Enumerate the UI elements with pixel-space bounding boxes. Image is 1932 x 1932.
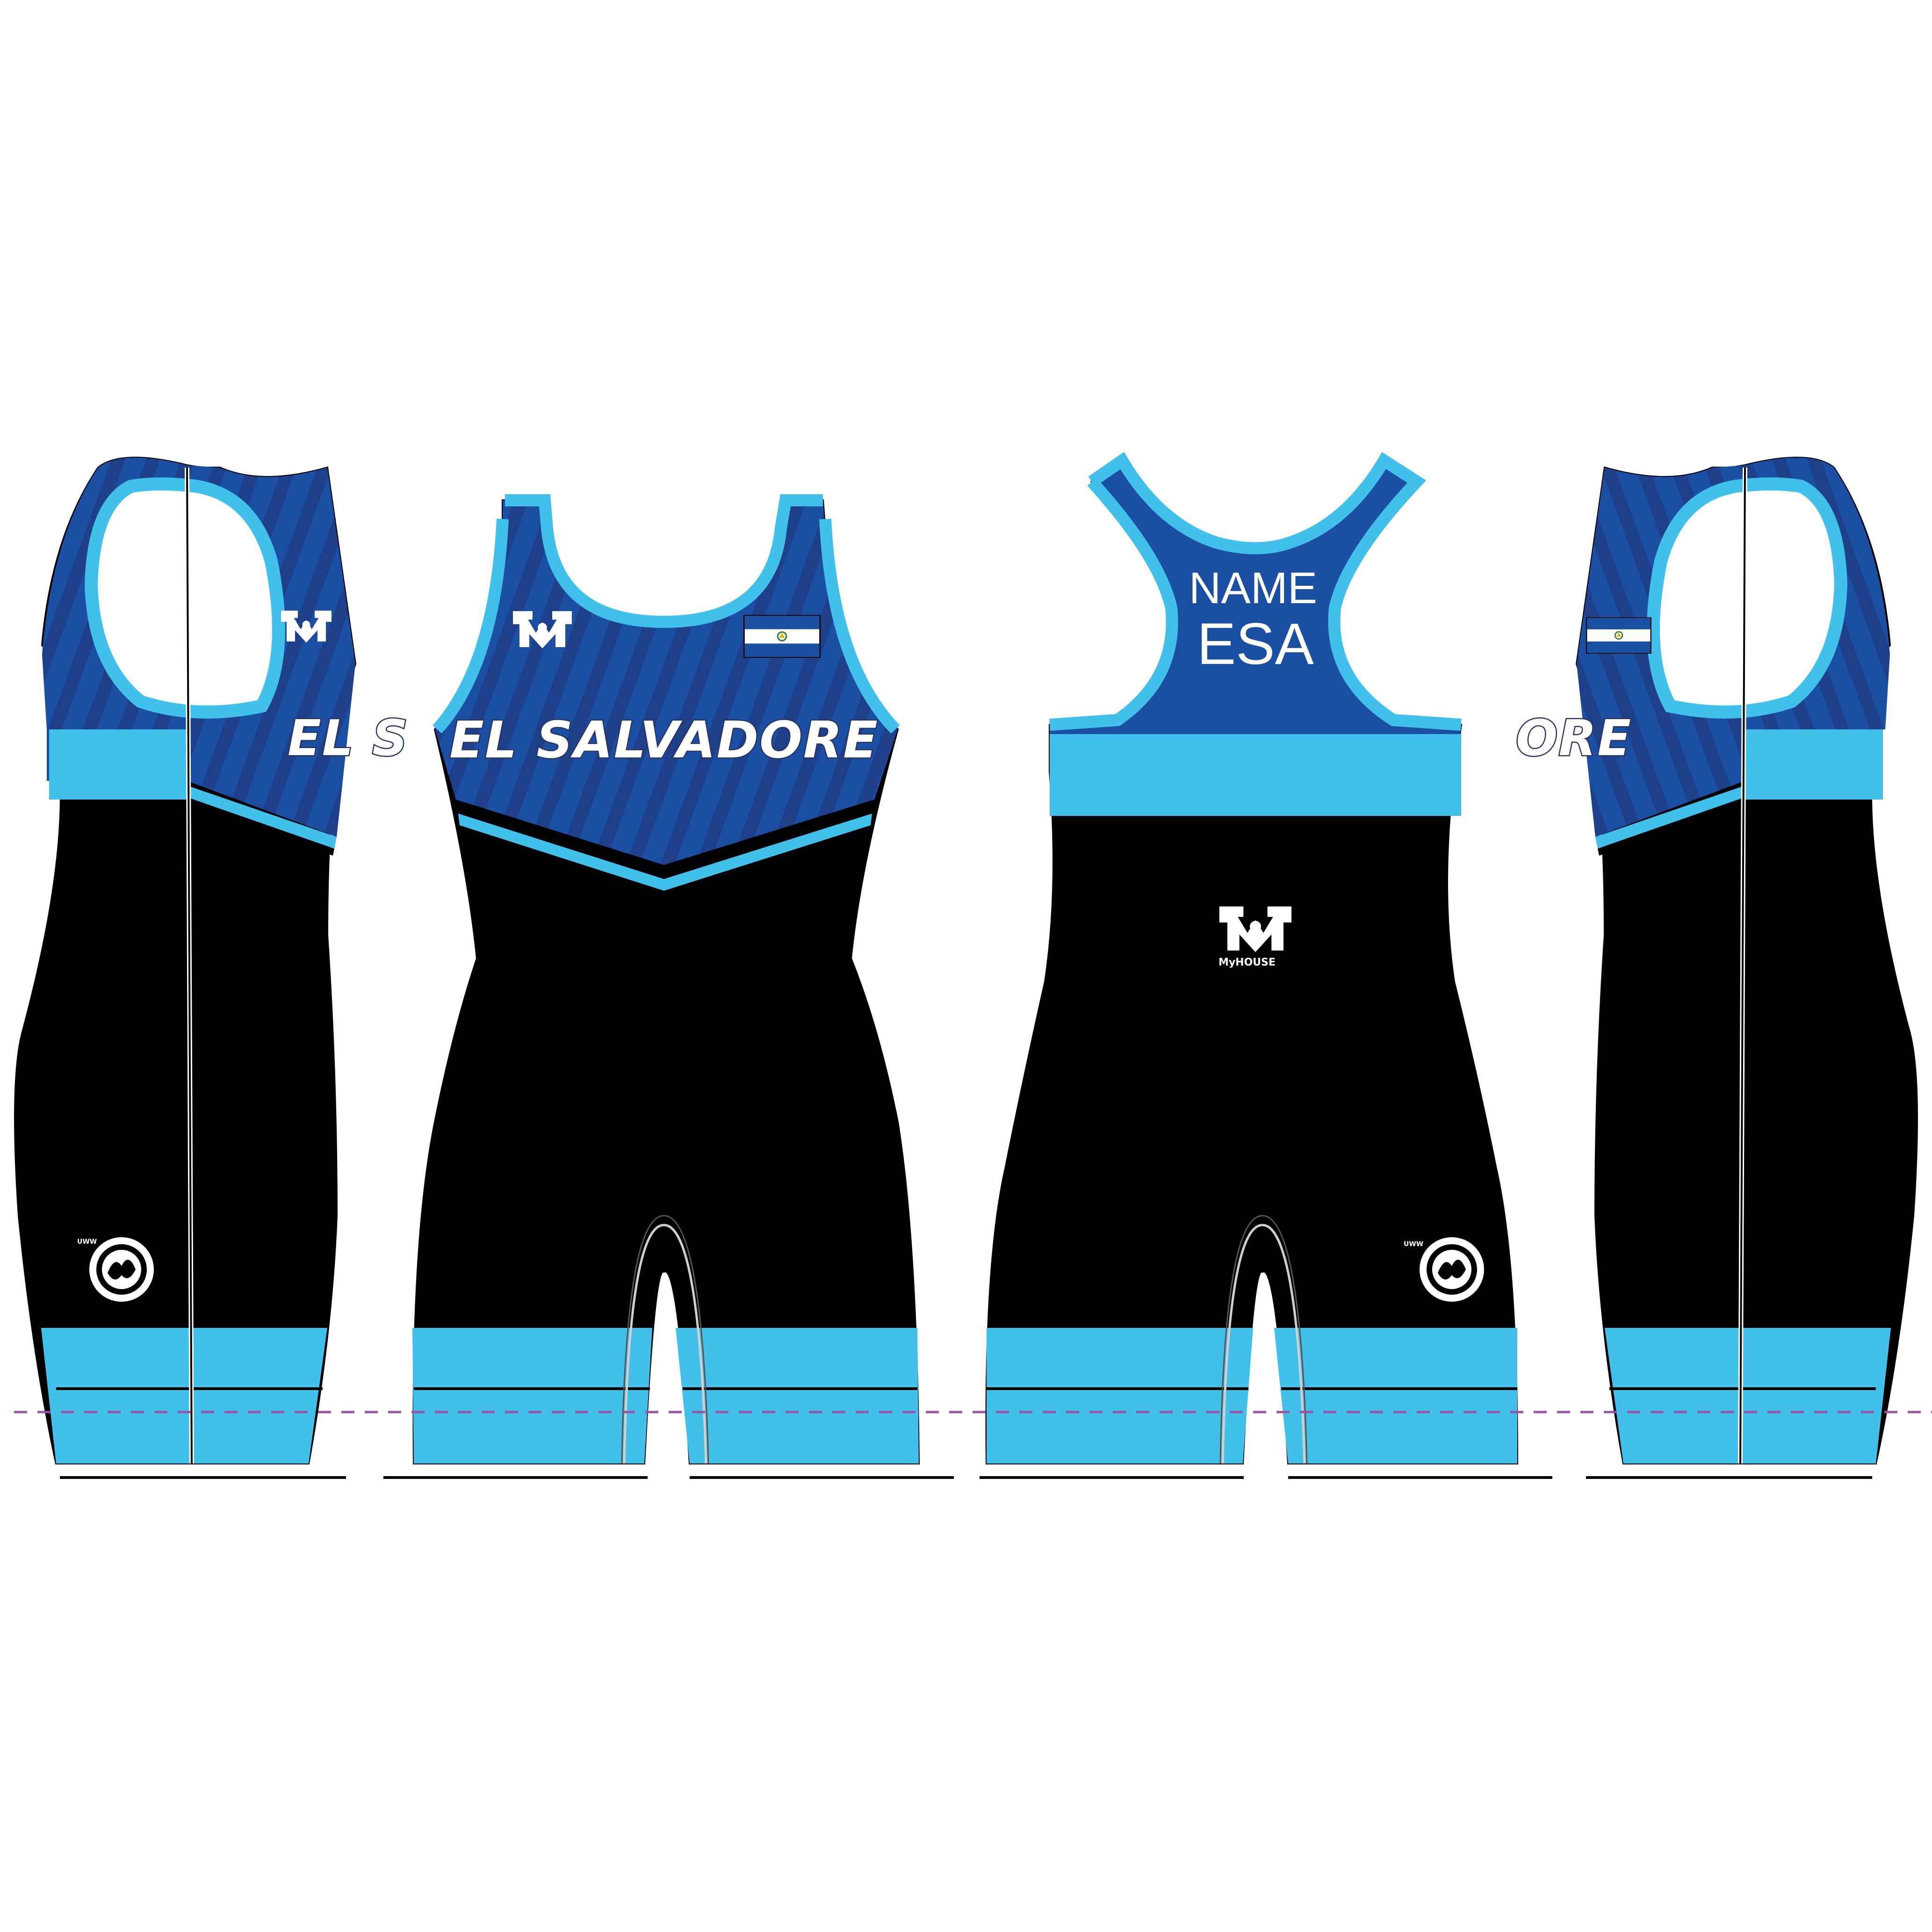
right-side-chest-band	[1745, 729, 1883, 800]
left-side-view: EL S UWW	[14, 456, 409, 1479]
front-chest-panel	[435, 500, 898, 865]
back-view: NAME ESA MyHOUSE UWW	[980, 452, 1552, 1479]
uww-badge-icon	[89, 1237, 154, 1302]
el-salvador-flag-icon	[744, 615, 821, 658]
right-side-view	[1575, 456, 1918, 1479]
left-side-armhole	[84, 477, 285, 719]
left-side-team-text: EL S	[288, 710, 409, 767]
back-country-code: ESA	[1197, 612, 1314, 677]
uww-badge-icon	[1420, 1237, 1484, 1302]
left-side-chest-band	[49, 729, 187, 800]
back-brand-label: MyHOUSE	[1218, 957, 1276, 968]
svg-text:UWW: UWW	[77, 1238, 97, 1246]
right-side-team-text: ORE	[1516, 710, 1632, 767]
back-sky-band	[1050, 734, 1461, 816]
front-team-name: EL SALVADORE	[449, 711, 879, 770]
right-side-armhole	[1647, 477, 1848, 719]
el-salvador-flag-icon	[1586, 617, 1651, 654]
front-view: EL SALVADORE	[383, 494, 954, 1479]
back-upper-panel	[1050, 461, 1461, 734]
svg-text:UWW: UWW	[1404, 1240, 1423, 1248]
back-name-label: NAME	[1189, 563, 1317, 613]
